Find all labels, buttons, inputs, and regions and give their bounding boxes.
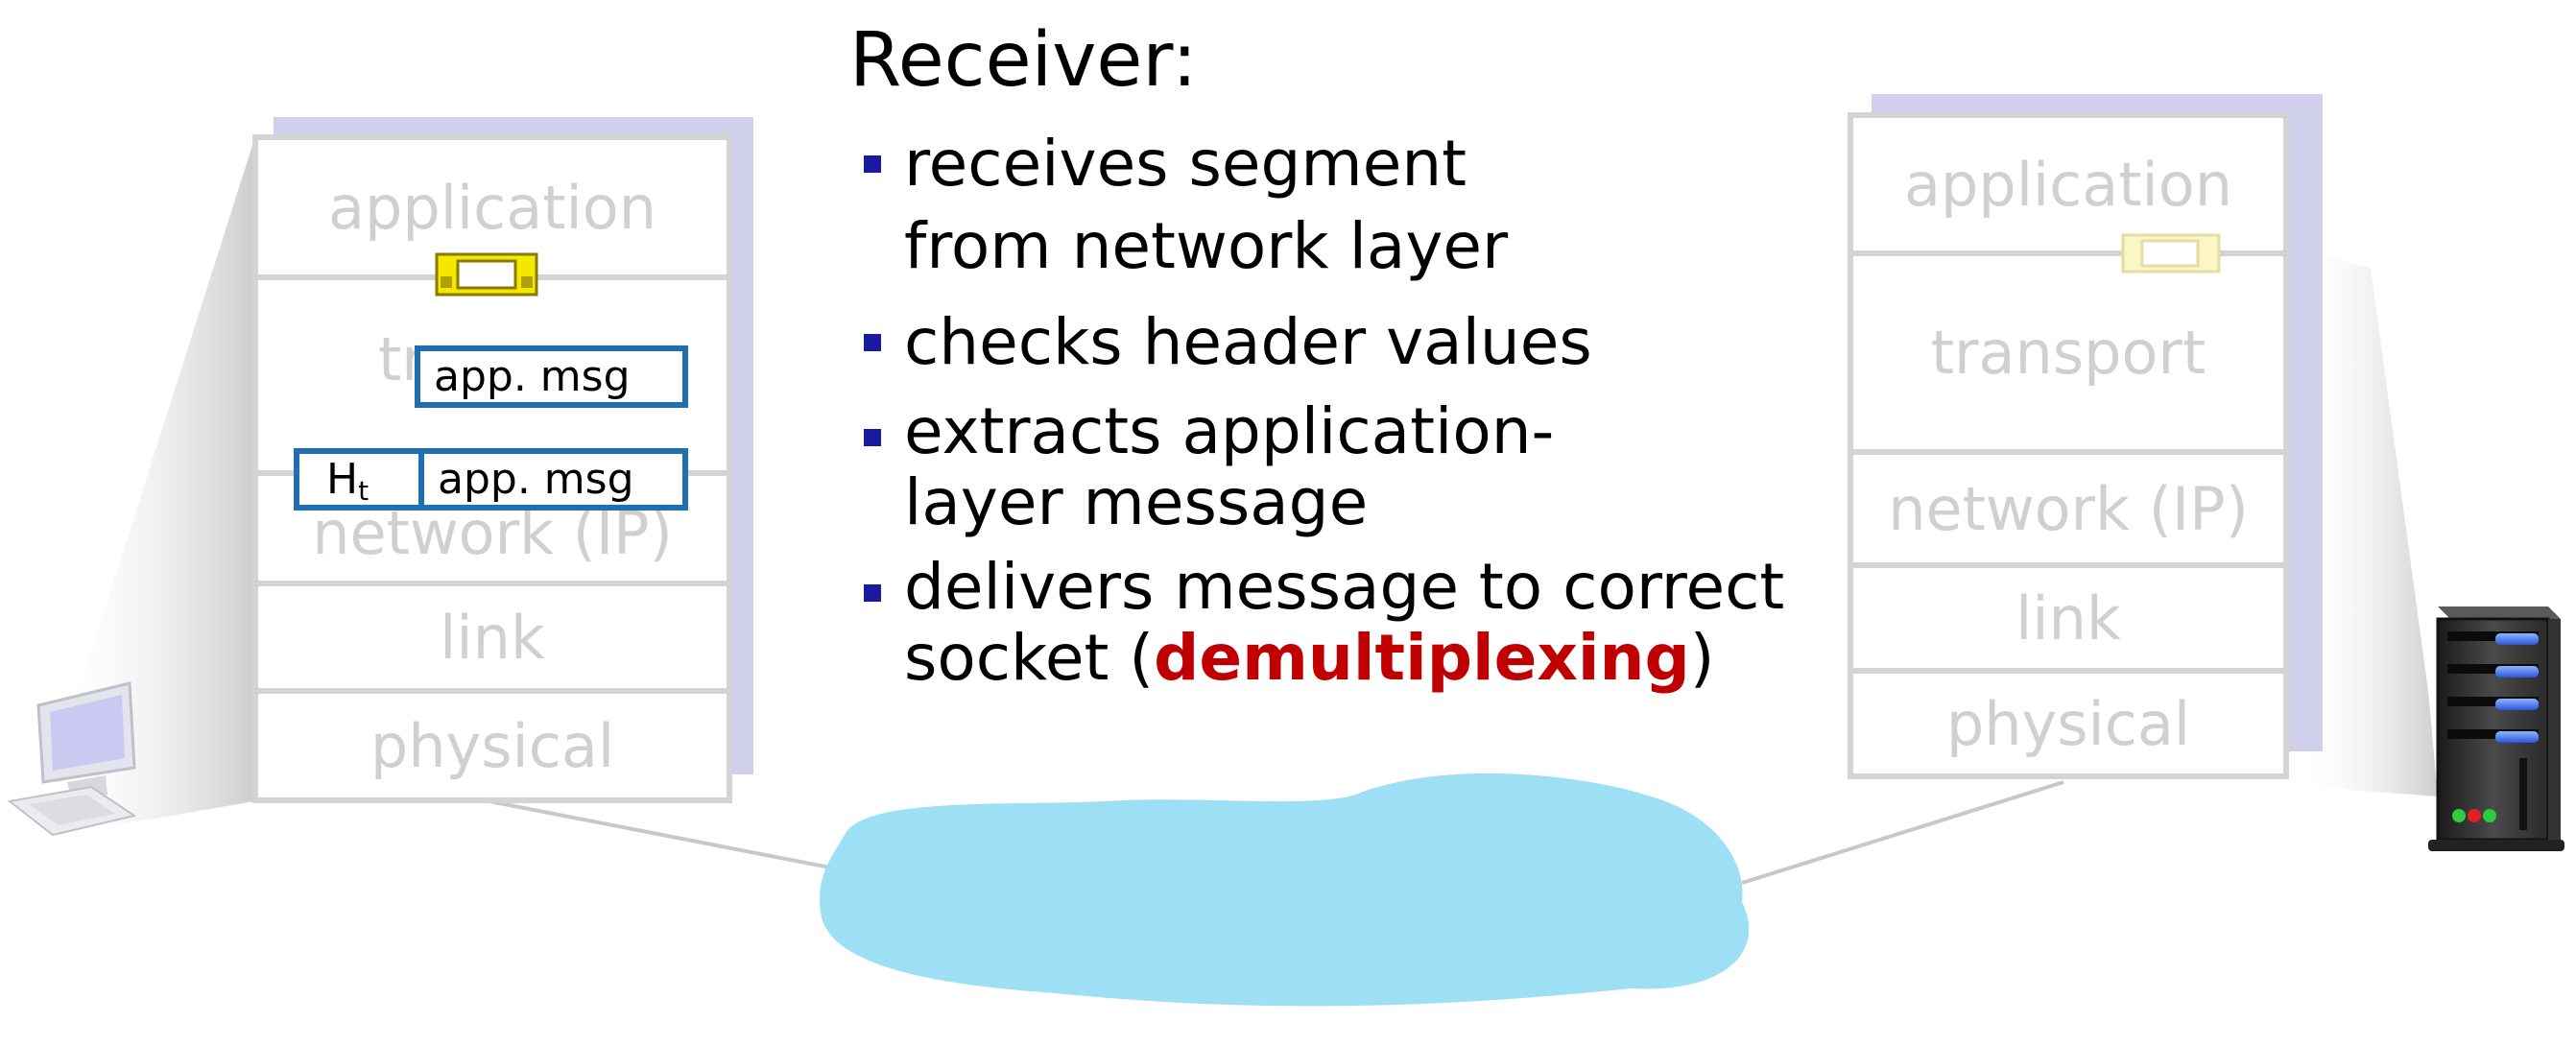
bullet-item: extracts application-layer message (864, 396, 1672, 538)
bullet-square-icon (864, 429, 881, 447)
app-msg-upper-label: app. msg (434, 352, 631, 401)
bullet-text: extracts application-layer message (904, 394, 1555, 540)
segment-payload: app. msg (424, 455, 634, 504)
bullet-text-before: delivers message to correct socket ( (904, 550, 1785, 696)
slide-title: Receiver: (849, 17, 1198, 104)
bullet-square-icon (864, 584, 881, 603)
bullet-item: receives segment from network layer (864, 123, 1595, 288)
header-subscript: t (358, 475, 370, 507)
left-layer-application: application (328, 172, 656, 243)
packet-icon (435, 252, 538, 297)
server-icon (2428, 606, 2564, 851)
right-layer-link: link (1853, 562, 2283, 668)
app-msg-lower-label: app. msg (438, 455, 634, 504)
bullet-text: checks header values (904, 304, 1592, 379)
right-layer-physical: physical (1853, 668, 2283, 773)
receiver-bullet-list: receives segment from network layer chec… (864, 123, 1785, 707)
left-layer-physical: physical (258, 688, 727, 797)
right-layer-transport: transport (1853, 250, 2283, 449)
right-perspective-wedge (2308, 250, 2438, 796)
demultiplexing-keyword: demultiplexing (1154, 621, 1690, 696)
bullet-text: receives segment from network layer (904, 127, 1509, 283)
desktop-computer-icon (7, 681, 137, 837)
app-msg-box-upper: app. msg (415, 345, 688, 408)
bullet-item: checks header values (864, 301, 1785, 384)
right-layer-network: network (IP) (1853, 449, 2283, 562)
faded-packet-icon (2121, 233, 2221, 273)
right-layer-application: application (1904, 149, 2232, 220)
bullet-square-icon (864, 333, 881, 351)
bullet-text-after: ) (1689, 621, 1715, 696)
network-cloud-icon (820, 773, 1750, 1007)
left-layer-link: link (258, 581, 727, 688)
left-link-line (489, 799, 836, 870)
right-link-line (1741, 780, 2064, 885)
bullet-square-icon (864, 155, 881, 173)
header-label: H (326, 455, 359, 504)
bullet-item: delivers message to correct socket (demu… (864, 552, 1806, 694)
left-perspective-wedge (58, 139, 254, 825)
